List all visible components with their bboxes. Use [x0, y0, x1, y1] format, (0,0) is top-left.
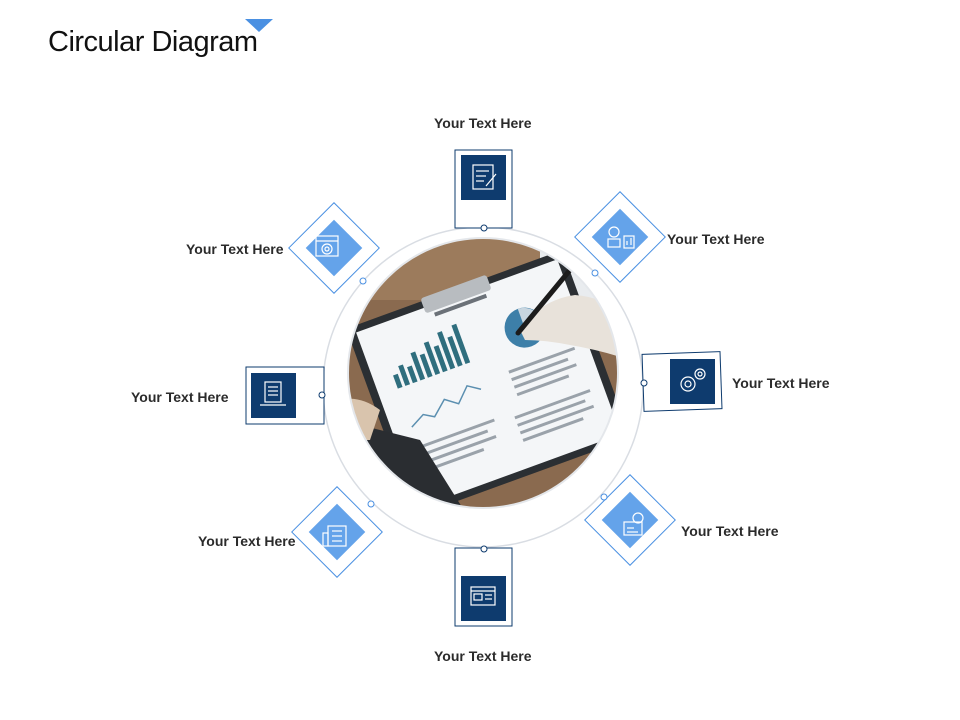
label-bottom-right: Your Text Here — [681, 523, 779, 539]
label-right: Your Text Here — [732, 375, 830, 391]
gear-window-icon — [315, 235, 339, 257]
title-accent-triangle — [245, 19, 273, 32]
page-title: Circular Diagram — [48, 26, 258, 58]
web-page-icon — [470, 586, 496, 606]
node-left — [245, 366, 326, 425]
center-photo — [348, 238, 618, 508]
gear-settings-icon — [623, 512, 644, 536]
node-top-right — [574, 191, 666, 283]
node-bottom-left — [291, 486, 383, 578]
label-bottom: Your Text Here — [434, 648, 532, 664]
node-bottom-right — [584, 474, 676, 566]
node-top — [454, 149, 513, 232]
label-top-left: Your Text Here — [186, 241, 284, 257]
label-top-right: Your Text Here — [667, 231, 765, 247]
document-laptop-icon — [260, 381, 286, 406]
building-icon — [322, 525, 347, 547]
robot-chart-icon — [607, 226, 635, 249]
label-bottom-left: Your Text Here — [198, 533, 296, 549]
label-top: Your Text Here — [434, 115, 532, 131]
node-bottom — [454, 545, 513, 627]
gears-icon — [680, 368, 706, 392]
node-top-left — [288, 202, 380, 294]
label-left: Your Text Here — [131, 389, 229, 405]
test-clipboard-icon — [472, 164, 497, 190]
node-right — [640, 351, 723, 412]
